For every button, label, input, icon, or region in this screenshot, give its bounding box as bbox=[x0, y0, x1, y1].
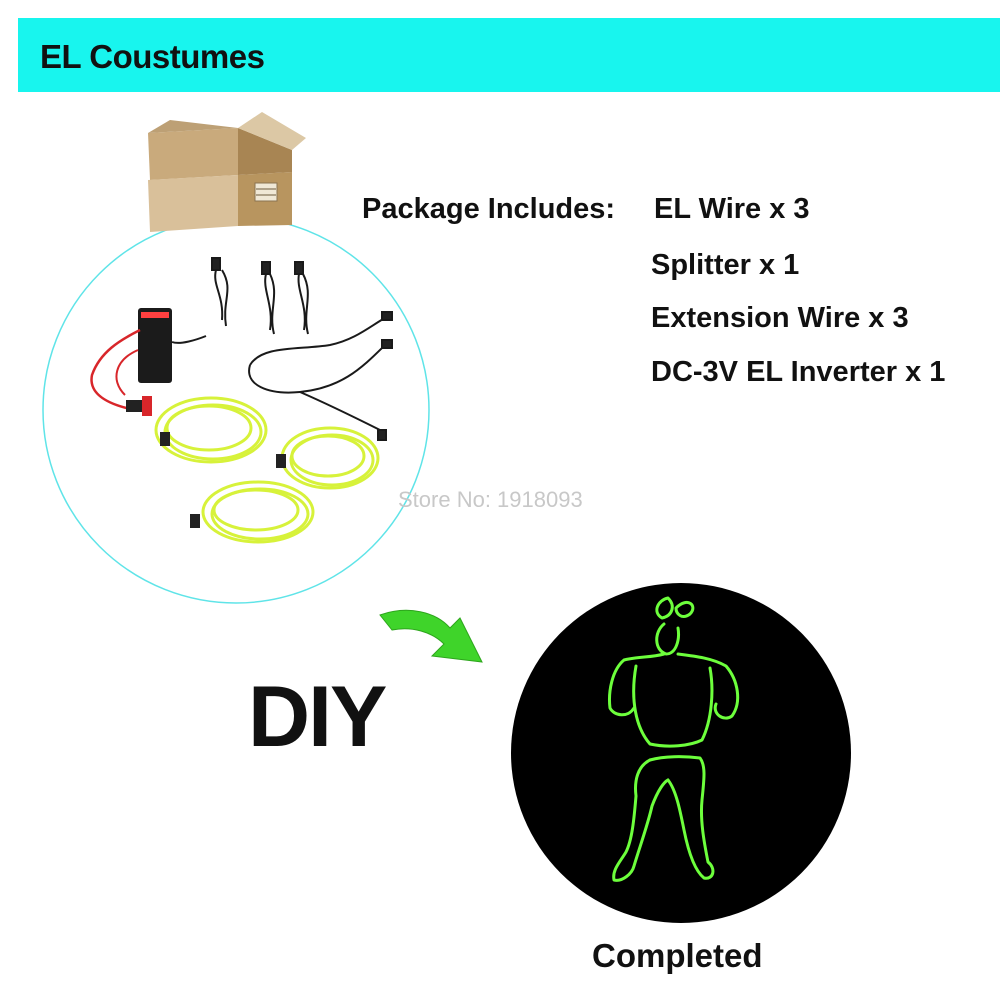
store-watermark: Store No: 1918093 bbox=[398, 487, 583, 512]
el-wire-stick-figure-icon bbox=[608, 596, 740, 882]
completed-circle bbox=[511, 583, 851, 923]
diy-label: DIY bbox=[248, 669, 387, 765]
header-bar: EL Coustumes bbox=[18, 18, 1000, 92]
package-item-inverter: DC-3V EL Inverter x 1 bbox=[651, 356, 946, 388]
package-item-el-wire: EL Wire x 3 bbox=[654, 193, 810, 225]
package-item-extension-wire: Extension Wire x 3 bbox=[651, 302, 909, 334]
page-title: EL Coustumes bbox=[40, 38, 265, 75]
cardboard-box-icon bbox=[148, 112, 306, 232]
package-includes-label: Package Includes: bbox=[362, 193, 616, 225]
curved-arrow-icon bbox=[379, 609, 483, 663]
inverter-icon bbox=[90, 308, 207, 416]
completed-label: Completed bbox=[592, 937, 763, 974]
package-item-splitter: Splitter x 1 bbox=[651, 249, 800, 281]
cable-set-icon bbox=[211, 257, 393, 441]
el-wire-coils-icon bbox=[154, 396, 380, 544]
